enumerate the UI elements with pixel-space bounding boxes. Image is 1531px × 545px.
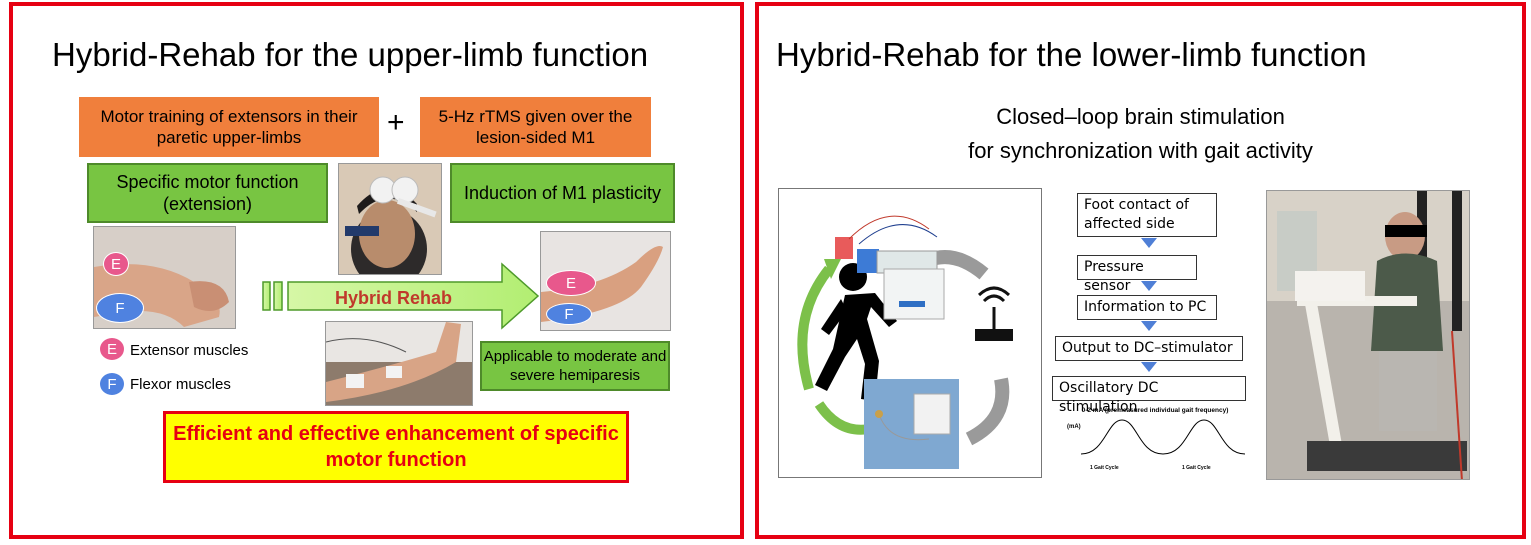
specific-motor-function-box: Specific motor function (extension) [87,163,328,223]
legend-flexor-label: Flexor muscles [130,376,231,393]
efficient-enhancement-box: Efficient and effective enhancement of s… [163,411,629,483]
gait-cycle-label-1: 1 Gait Cycle [1090,465,1119,471]
upper-limb-title: Hybrid-Rehab for the upper-limb function [52,36,649,73]
flow-step-information-pc: Information to PC [1077,295,1217,320]
treadmill-image [1267,191,1469,479]
hybrid-rehab-arrow [262,262,540,330]
motor-training-box: Motor training of extensors in their par… [79,97,379,157]
extensor-badge: E [103,252,129,276]
legend-extensor-label: Extensor muscles [130,342,249,359]
gait-cycle-label-2: 1 Gait Cycle [1182,465,1211,471]
flow-arrow-1 [1141,238,1157,248]
tms-photo-image [339,164,441,274]
applicable-box: Applicable to moderate and severe hemipa… [480,341,670,391]
subtitle-line-1: Closed–loop brain stimulation [996,104,1285,129]
wave-unit: (mA) [1067,424,1081,430]
tms-head-photo [338,163,442,275]
oscillation-waveform [1080,419,1246,455]
flexor-badge-2: F [546,303,592,325]
flow-arrow-4 [1141,362,1157,372]
flow-arrow-2 [1141,281,1157,291]
extensor-badge-2: E [546,270,596,296]
rtms-box: 5-Hz rTMS given over the lesion-sided M1 [420,97,651,157]
legend-flexor-badge: F [99,372,125,396]
plus-sign: + [387,106,405,139]
legend-extensor-badge: E [99,337,125,361]
flow-arrow-3 [1141,321,1157,331]
closed-loop-illustration [797,215,1013,469]
flexor-badge: F [96,293,144,323]
flow-step-foot-contact: Foot contact of affected side [1077,193,1217,237]
closed-loop-diagram [778,188,1042,478]
induction-m1-box: Induction of M1 plasticity [450,163,675,223]
treadmill-photo [1266,190,1470,480]
lower-limb-title: Hybrid-Rehab for the lower-limb function [776,36,1367,73]
electrode-arm-photo [325,321,473,406]
flow-step-oscillatory-dc: Oscillatory DC stimulation [1052,376,1246,415]
electrode-arm-image [326,322,472,405]
flow-step-pressure-sensor: Pressure sensor [1077,255,1197,294]
subtitle-line-2: for synchronization with gait activity [968,138,1313,163]
flow-step-output-dc: Output to DC–stimulator [1055,336,1243,361]
hybrid-rehab-label: Hybrid Rehab [335,288,453,308]
wave-caption: 0-2 mA (premeasured individual gait freq… [1081,407,1229,414]
